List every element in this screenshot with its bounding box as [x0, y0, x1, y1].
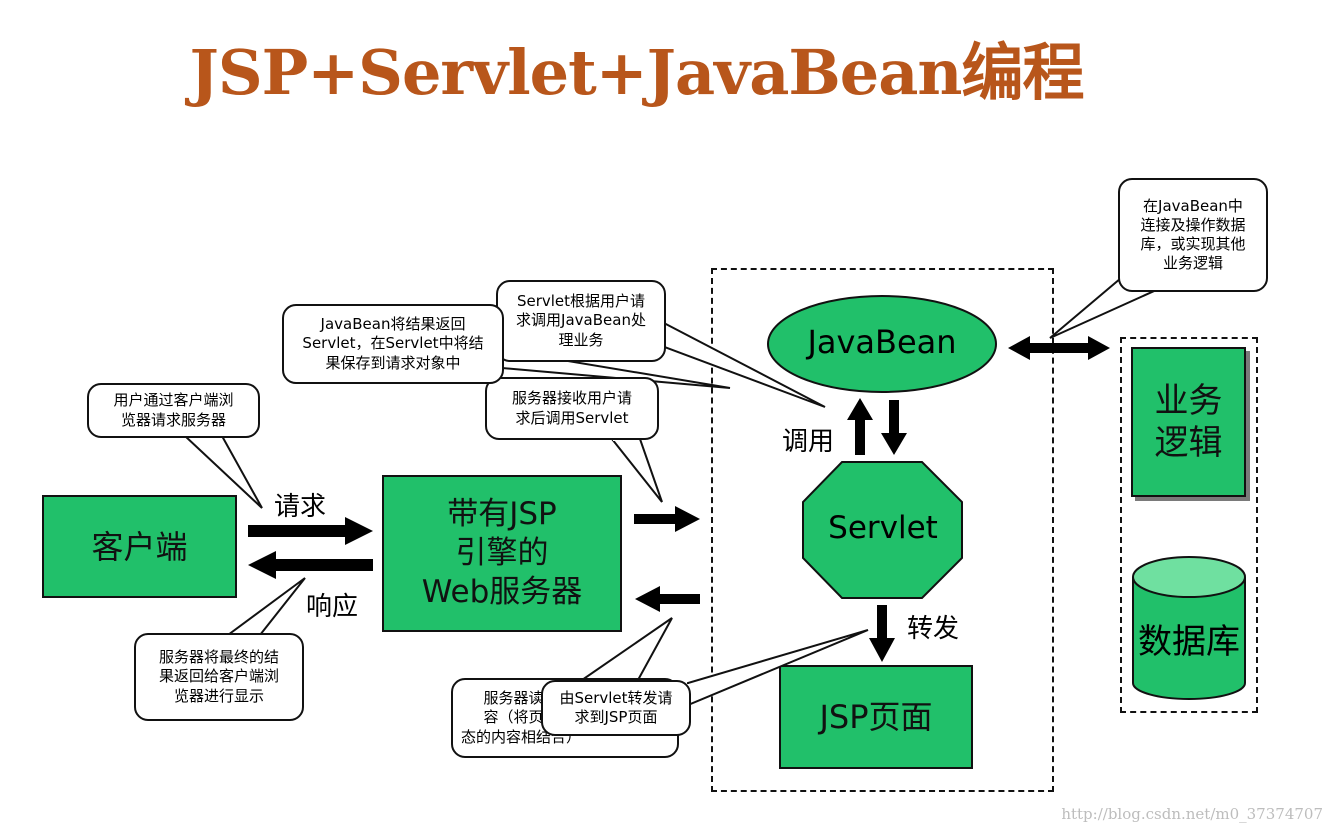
callout-servlet-forward: 由Servlet转发请 求到JSP页面 — [541, 680, 691, 736]
servlet-to-server-arrow — [635, 586, 700, 612]
callout-client-request: 用户通过客户端浏 览器请求服务器 — [87, 383, 260, 438]
business-logic-box: 业务 逻辑 — [1131, 347, 1246, 497]
database-cylinder — [1132, 556, 1246, 700]
database-label: 数据库 — [1138, 622, 1240, 662]
client-label: 客户端 — [91, 527, 188, 566]
tail-servlet-forward — [687, 629, 869, 707]
callout-server-receive: 服务器接收用户请 求后调用Servlet — [485, 377, 659, 440]
jsp-page-label: JSP页面 — [819, 698, 933, 736]
forward-label: 转发 — [907, 614, 960, 644]
backend-region — [1120, 337, 1258, 713]
web-server-box: 带有JSP 引擎的 Web服务器 — [382, 475, 622, 632]
callout-server-final: 服务器将最终的结 果返回给客户端浏 览器进行显示 — [134, 633, 304, 721]
javabean-ellipse — [767, 295, 997, 393]
tail-server-final — [224, 577, 306, 636]
jsp-page-box: JSP页面 — [779, 665, 973, 769]
business-logic-label: 业务 逻辑 — [1154, 380, 1223, 464]
servlet-label: Servlet — [828, 510, 938, 546]
callout-javabean-return: JavaBean将结果返回 Servlet，在Servlet中将结 果保存到请求… — [282, 304, 504, 384]
web-server-label: 带有JSP 引擎的 Web服务器 — [421, 496, 583, 610]
tail-server-receive — [609, 438, 663, 503]
javabean-label: JavaBean — [807, 323, 957, 361]
invoke-up-arrow — [847, 398, 873, 455]
servlet-octagon — [802, 461, 963, 599]
request-label: 请求 — [274, 492, 327, 522]
watermark: http://blog.csdn.net/m0_37374707 — [1061, 805, 1323, 823]
page-title: JSP+Servlet+JavaBean编程 — [189, 36, 1085, 109]
server-side-region — [711, 268, 1054, 792]
client-box: 客户端 — [42, 495, 237, 598]
tail-server-read — [578, 617, 673, 681]
callout-servlet-invoke: Servlet根据用户请 求调用JavaBean处 理业务 — [496, 280, 666, 362]
invoke-label: 调用 — [782, 427, 835, 457]
javabean-backend-arrow — [1008, 336, 1110, 360]
callout-javabean-db: 在JavaBean中 连接及操作数据 库，或实现其他 业务逻辑 — [1118, 178, 1268, 292]
tail-client-request — [182, 435, 263, 509]
server-to-servlet-arrow — [634, 506, 700, 532]
request-arrow — [248, 517, 373, 545]
forward-arrow — [869, 605, 895, 662]
response-label: 响应 — [306, 592, 359, 622]
response-arrow — [248, 551, 373, 579]
invoke-down-arrow — [881, 400, 907, 455]
